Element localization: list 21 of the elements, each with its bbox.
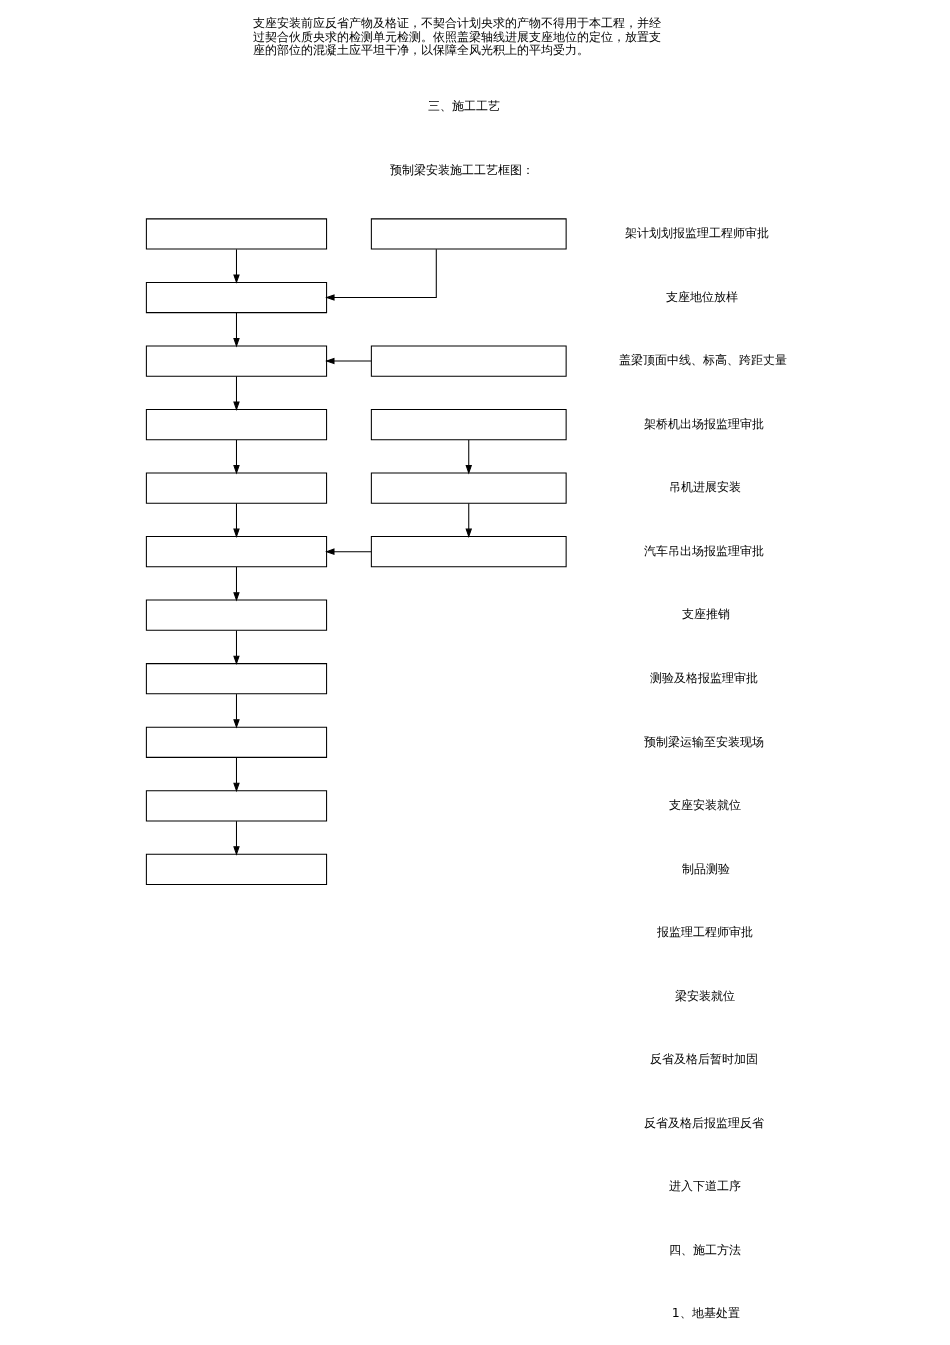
label: 梁安装就位 [675, 987, 736, 1003]
label: 1、地基处置 [671, 1304, 740, 1320]
label: 进入下道工序 [669, 1177, 742, 1193]
label: 盖梁顶面中线、标高、跨距丈量 [619, 351, 788, 367]
label: 反省及格后报监理反省 [644, 1114, 765, 1130]
label: 反省及格后暂时加固 [650, 1050, 759, 1066]
label: 吊机进展安装 [669, 478, 742, 494]
label: 支座安装前应反省产物及格证，不契合计划央求的产物不得用于本工程，并经过契合伙质央求的检测单元检测。依照盖梁轴线进展支座地位的定位，放置支座的部位的混凝土应平坦干净，以保障全风光积上的平均受力。 [252, 14, 661, 57]
label: 汽车吊出场报监理审批 [644, 542, 765, 558]
label: 预制梁安装施工工艺框图： [390, 161, 535, 177]
label: 报监理工程师审批 [656, 923, 753, 939]
label: 测验及格报监理审批 [650, 669, 759, 685]
label: 四、施工方法 [669, 1241, 742, 1257]
label: 架桥机出场报监理审批 [644, 415, 765, 431]
label: 三、施工工艺 [427, 97, 500, 113]
label: 预制梁运输至安装现场 [644, 732, 765, 748]
label: 架计划划报监理工程师审批 [625, 224, 770, 240]
label: 支座安装就位 [669, 796, 742, 812]
label: 支座推销 [681, 605, 730, 621]
label: 制品测验 [681, 860, 730, 876]
label: 支座地位放样 [666, 288, 739, 304]
